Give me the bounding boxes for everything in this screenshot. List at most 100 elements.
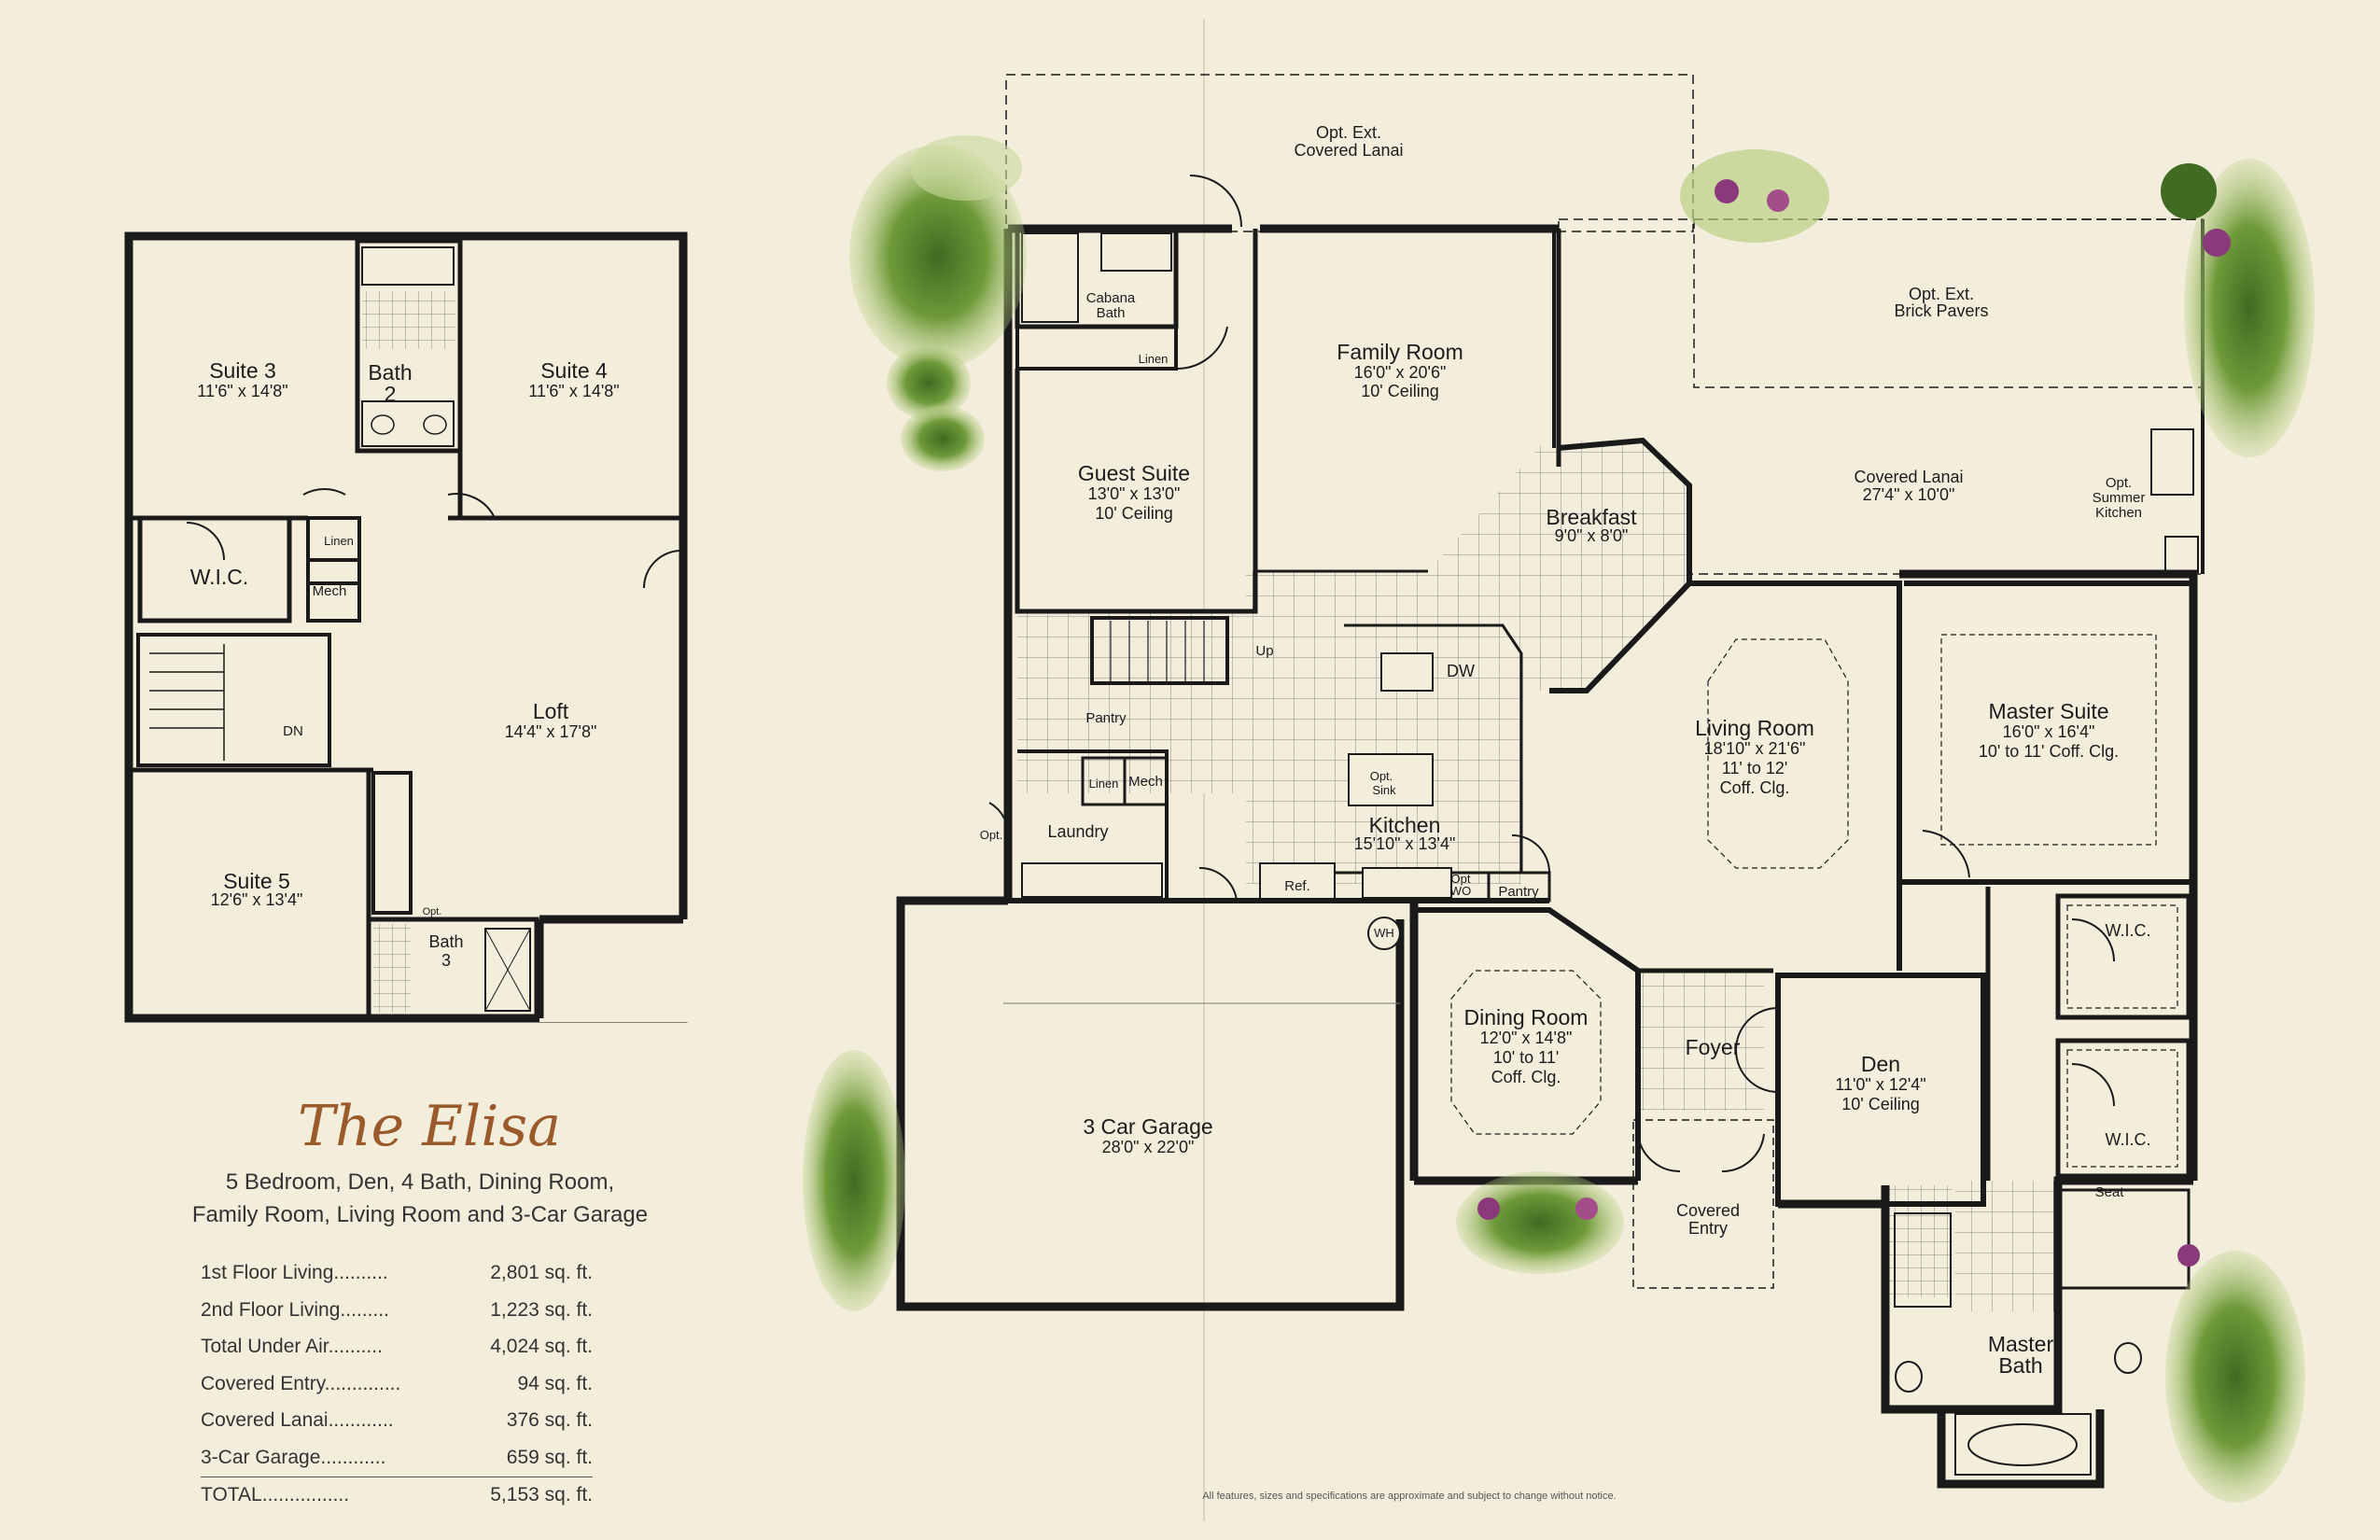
house-east-wall [1899, 569, 2198, 1181]
dining-room-ceiling1: 10' to 11' [1492, 1048, 1560, 1067]
master-suite-ceiling: 10' to 11' Coff. Clg. [1978, 742, 2120, 761]
area-row: 3-Car Garage............659 sq. ft. [201, 1446, 593, 1468]
covered-entry-dashed [1632, 1119, 1774, 1289]
kitchen-tile [1246, 571, 1521, 884]
covered-entry-line2: Entry [1687, 1219, 1728, 1238]
summer-kitchen-line1: Opt. [2105, 475, 2133, 491]
breakfast-dims: 9'0" x 8'0" [1554, 526, 1629, 545]
laundry-label: Laundry [1047, 822, 1109, 841]
opt-ext-pavers-line2: Brick Pavers [1894, 301, 1989, 320]
laundry-mech-label: Mech [1128, 774, 1163, 790]
suite3-dims: 11'6" x 14'8" [197, 382, 288, 400]
second-floor-plan [124, 231, 689, 1023]
family-room-name: Family Room [1337, 340, 1463, 364]
disclaimer: All features, sizes and specifications a… [1202, 1491, 1617, 1502]
master-suite-name: Master Suite [1988, 699, 2109, 723]
linen-label: Linen [324, 534, 354, 548]
mech-label: Mech [312, 583, 347, 599]
master-bath-line2: Bath [1998, 1353, 2043, 1378]
master-tub [1954, 1413, 2092, 1476]
loft-name: Loft [532, 699, 569, 723]
suite5-name: Suite 5 [223, 869, 290, 893]
garage-dims: 28'0" x 22'0" [1101, 1138, 1195, 1156]
cabana-bath-line1: Cabana [1085, 290, 1136, 306]
dining-room-dims: 12'0" x 14'8" [1479, 1029, 1573, 1047]
dining-room-ceiling2: Coff. Clg. [1491, 1068, 1561, 1086]
plan-title: The Elisa [298, 1094, 561, 1159]
foyer-label: Foyer [1685, 1035, 1741, 1059]
covered-entry-line1: Covered [1675, 1201, 1741, 1220]
loft-dims: 14'4" x 17'8" [504, 722, 597, 741]
area-row: Covered Lanai............376 sq. ft. [201, 1409, 593, 1431]
laundry-opt-label: Opt. [979, 828, 1003, 842]
kitchen-dims: 15'10" x 13'4" [1353, 834, 1456, 853]
stair [1090, 616, 1229, 685]
bath3-num: 3 [441, 951, 451, 970]
loft-opening-cut [539, 919, 689, 1022]
plan-description-line2: Family Room, Living Room and 3-Car Garag… [191, 1201, 649, 1227]
suite4-dims: 11'6" x 14'8" [528, 382, 620, 400]
area-row: 1st Floor Living..........2,801 sq. ft. [201, 1262, 593, 1283]
den-dims: 11'0" x 12'4" [1835, 1075, 1926, 1094]
garage-name: 3 Car Garage [1083, 1114, 1213, 1139]
summer-kitchen-line3: Kitchen [2094, 505, 2143, 521]
guest-suite-ceiling: 10' Ceiling [1095, 504, 1173, 523]
wic1-label: W.I.C. [2105, 921, 2151, 940]
master-coffered-ceiling [1940, 634, 2157, 846]
stair-room [136, 633, 331, 767]
dining-coffered-ceiling [1450, 970, 1602, 1135]
bath3-opt: Opt. [422, 906, 442, 917]
area-row-total: TOTAL................5,153 sq. ft. [201, 1477, 593, 1515]
wic-label: W.I.C. [189, 565, 249, 589]
first-floor-plan [896, 74, 2205, 1489]
living-room-walls [1689, 581, 1902, 971]
plan-description: 5 Bedroom, Den, 4 Bath, Dining Room, Fam… [140, 1167, 700, 1232]
bath3-room [366, 917, 539, 1020]
laundry-linen-label: Linen [1088, 777, 1119, 791]
den-room [1775, 973, 1986, 1207]
den-name: Den [1860, 1052, 1901, 1076]
breakfast-tile [1428, 441, 1689, 691]
master-suite-dims: 16'0" x 16'4" [2002, 722, 2095, 741]
square-footage-table: 1st Floor Living..........2,801 sq. ft. … [201, 1255, 593, 1515]
landscaping [803, 135, 2315, 1503]
living-room-ceiling2: Coff. Clg. [1719, 778, 1790, 797]
wic2-label: W.I.C. [2105, 1130, 2151, 1149]
living-coffered-ceiling [1707, 638, 1849, 869]
bath2-tile [362, 291, 455, 349]
stair-up-label: Up [1255, 643, 1274, 659]
breakfast-name: Breakfast [1546, 505, 1637, 529]
area-row: Covered Entry..............94 sq. ft. [201, 1372, 593, 1394]
cabana-linen-label: Linen [1138, 352, 1169, 366]
bath2-name: Bath [368, 360, 413, 385]
pantry1-label: Pantry [1085, 710, 1127, 726]
suite4-name: Suite 4 [540, 358, 608, 383]
pantry2-label: Pantry [1498, 884, 1539, 900]
covered-lanai-name: Covered Lanai [1854, 468, 1964, 486]
cabana-bath-line2: Bath [1096, 305, 1126, 321]
master-bath-line1: Master [1987, 1332, 2054, 1356]
plan-description-line1: 5 Bedroom, Den, 4 Bath, Dining Room, [225, 1169, 615, 1195]
opt-ext-lanai-line2: Covered Lanai [1294, 141, 1404, 160]
wic2-room [2055, 1038, 2191, 1179]
dishwasher-label: DW [1447, 662, 1475, 680]
family-room-dims: 16'0" x 20'6" [1353, 363, 1447, 382]
dining-room-name: Dining Room [1463, 1005, 1589, 1029]
opt-ext-lanai-line1: Opt. Ext. [1315, 123, 1382, 142]
covered-lanai-dims: 27'4" x 10'0" [1862, 485, 1955, 504]
foyer-tile [1638, 971, 1764, 1111]
summer-kitchen-line2: Summer [2092, 490, 2146, 506]
wic1-room [2055, 893, 2191, 1020]
suite3-name: Suite 3 [209, 358, 276, 383]
stair-down-label: DN [283, 723, 303, 739]
opt-ext-pavers-line1: Opt. Ext. [1908, 285, 1975, 303]
guest-suite-name: Guest Suite [1077, 461, 1191, 485]
bath3-name: Bath [428, 932, 464, 951]
living-room-name: Living Room [1695, 716, 1814, 740]
opt-sink-line2: Sink [1372, 783, 1396, 797]
bath2-tub [361, 246, 455, 286]
den-ceiling: 10' Ceiling [1841, 1095, 1920, 1113]
suite5-dims: 12'6" x 13'4" [210, 890, 303, 909]
kitchen-island [1348, 753, 1434, 806]
